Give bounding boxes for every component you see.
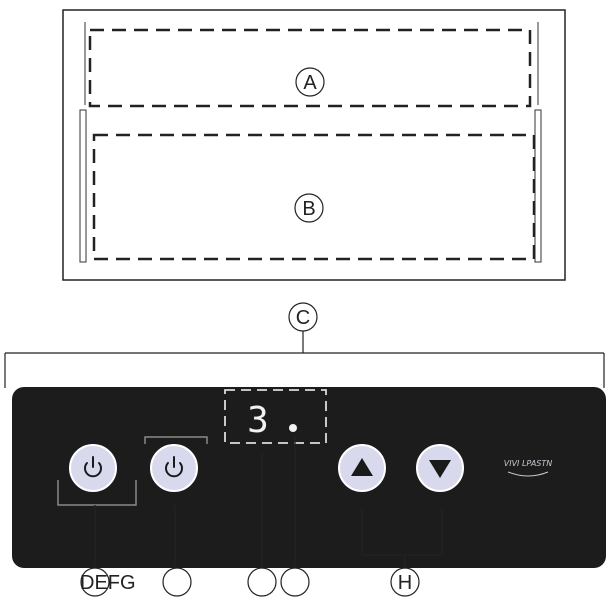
right-rail-lower bbox=[534, 109, 542, 263]
left-rail-lower bbox=[79, 109, 87, 263]
triangle-down-icon bbox=[429, 460, 451, 478]
control-panel: 3 VIVI LPASTN bbox=[12, 387, 606, 568]
brand-logo-swoosh bbox=[507, 471, 549, 477]
brand-logo-text: VIVI LPASTN bbox=[504, 459, 553, 468]
callout-empty-3-circle bbox=[280, 567, 310, 597]
callout-c-bracket: C bbox=[4, 302, 605, 388]
digital-display: 3 bbox=[224, 389, 327, 444]
left-button-bracket bbox=[57, 480, 137, 506]
callout-a-circle bbox=[295, 67, 325, 97]
leader-h-bracket bbox=[361, 508, 443, 556]
appliance-frame bbox=[62, 9, 566, 281]
callout-empty-2-circle bbox=[247, 567, 277, 597]
callout-b-circle bbox=[294, 193, 324, 223]
display-dot bbox=[289, 424, 297, 432]
callout-h-label: H bbox=[398, 572, 412, 594]
brand-logo: VIVI LPASTN bbox=[504, 459, 553, 477]
panel-body bbox=[12, 387, 606, 568]
up-button[interactable] bbox=[338, 444, 386, 492]
callout-b-label: B bbox=[302, 198, 315, 220]
callout-a-label: A bbox=[303, 72, 317, 94]
power-icon bbox=[84, 456, 102, 478]
callout-leaders bbox=[94, 437, 443, 568]
down-button[interactable] bbox=[416, 444, 464, 492]
display-frame bbox=[224, 389, 327, 444]
appliance-outline: A B bbox=[62, 9, 566, 281]
power-button-right[interactable] bbox=[150, 444, 198, 492]
zone-a-outline bbox=[88, 28, 532, 108]
display-digit: 3 bbox=[247, 400, 269, 441]
callout-defg-label: DEFG bbox=[80, 572, 136, 594]
callout-c-label: C bbox=[296, 307, 310, 329]
right-button-bracket bbox=[144, 436, 208, 444]
zone-b-outline bbox=[92, 133, 536, 261]
callout-empty-1-circle bbox=[162, 567, 192, 597]
power-icon bbox=[165, 456, 183, 478]
triangle-up-icon bbox=[351, 458, 373, 476]
bottom-callouts: DEFG H bbox=[80, 567, 420, 597]
callout-defg-circle bbox=[80, 567, 110, 597]
power-button-left[interactable] bbox=[69, 444, 117, 492]
callout-h-circle bbox=[390, 567, 420, 597]
